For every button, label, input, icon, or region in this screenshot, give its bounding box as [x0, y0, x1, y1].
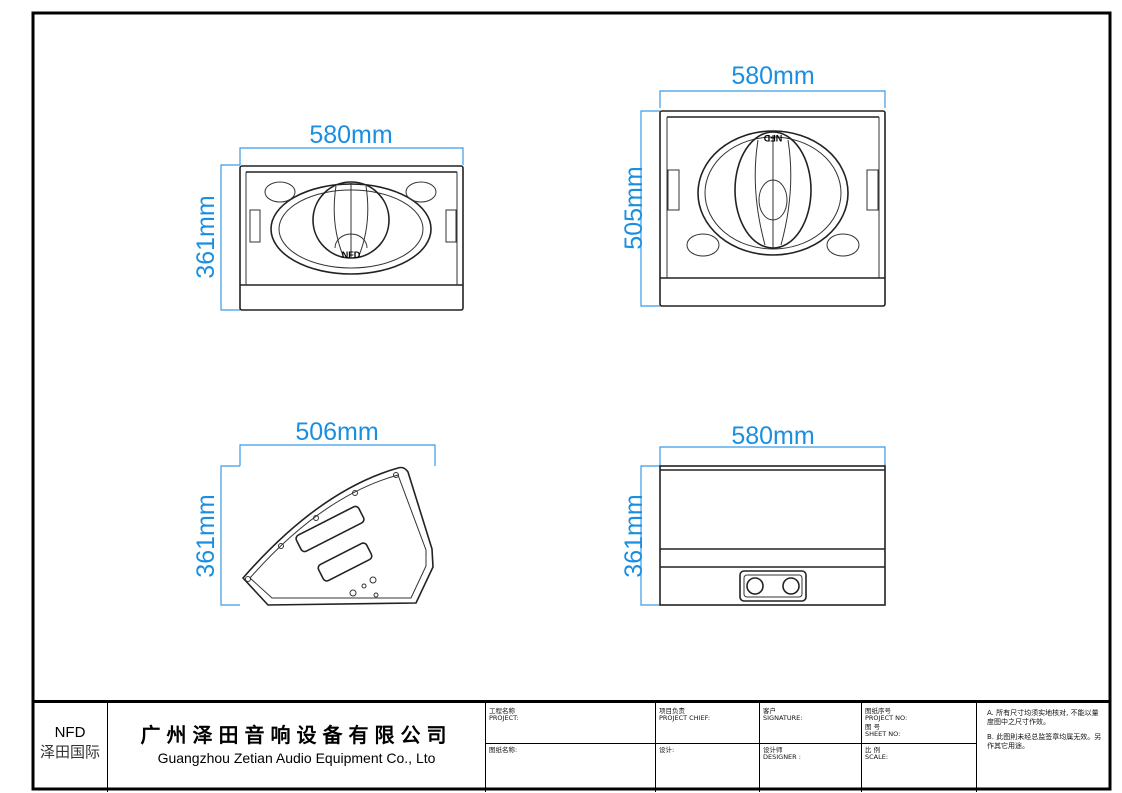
note-b: B. 此图則未经总监签章均属无效。另作其它用途。 [987, 733, 1102, 750]
side-height-label: 361mm [192, 494, 220, 577]
project-no-cn: 图纸序号 [865, 707, 891, 715]
back-width-label: 580mm [731, 422, 814, 450]
top-view: 580mm 505mm NFD [620, 62, 886, 307]
design-label: 设计: [659, 746, 675, 754]
signature-en: SIGNATURE: [763, 714, 803, 722]
designer-cn: 设计师 [763, 746, 783, 754]
top-logo: NFD [763, 133, 782, 143]
chief-en: PROJECT CHIEF: [659, 714, 711, 722]
top-width-label: 580mm [731, 62, 814, 90]
front-logo: NFD [342, 250, 361, 260]
side-view: 506mm 361mm [192, 418, 436, 606]
title-block: NFD 泽田国际 广州泽田音响设备有限公司 Guangzhou Zetian A… [33, 700, 1110, 792]
company-cn: 广州泽田音响设备有限公司 [140, 723, 453, 747]
sheet-en: SHEET NO: [865, 730, 901, 738]
side-width-label: 506mm [295, 418, 378, 446]
sheet-border [31, 11, 1112, 791]
note-a: A. 所有尺寸均须实地核对, 不能以量度图中之尺寸作效。 [987, 709, 1099, 726]
project-cn: 工程名称 [489, 707, 515, 715]
chief-cn: 项目负责 [659, 707, 685, 715]
company-en: Guangzhou Zetian Audio Equipment Co., Lt… [157, 750, 436, 766]
designer-en: DESIGNER : [763, 753, 801, 761]
scale-cn: 比 例 [865, 746, 881, 754]
brand-cn-label: 泽田国际 [39, 743, 100, 761]
back-view: 580mm 361mm [620, 422, 886, 606]
scale-en: SCALE: [865, 753, 889, 761]
top-height-label: 505mm [620, 166, 648, 249]
project-no-en: PROJECT NO: [865, 714, 908, 722]
drawing-name: 图纸名称: [489, 746, 518, 754]
company-cell: 广州泽田音响设备有限公司 Guangzhou Zetian Audio Equi… [108, 703, 486, 792]
back-height-label: 361mm [620, 494, 648, 577]
front-height-label: 361mm [192, 195, 220, 278]
project-en: PROJECT: [489, 714, 519, 722]
client-cn: 客户 [763, 707, 776, 715]
notes-cell: A. 所有尺寸均须实地核对, 不能以量度图中之尺寸作效。 B. 此图則未经总监签… [977, 703, 1110, 792]
brand-label: NFD [54, 724, 86, 741]
front-view: 580mm 361mm NFD [192, 121, 464, 311]
brand-cell: NFD 泽田国际 [33, 703, 108, 792]
sheet-cn: 图 号 [865, 723, 881, 731]
front-width-label: 580mm [309, 121, 392, 149]
